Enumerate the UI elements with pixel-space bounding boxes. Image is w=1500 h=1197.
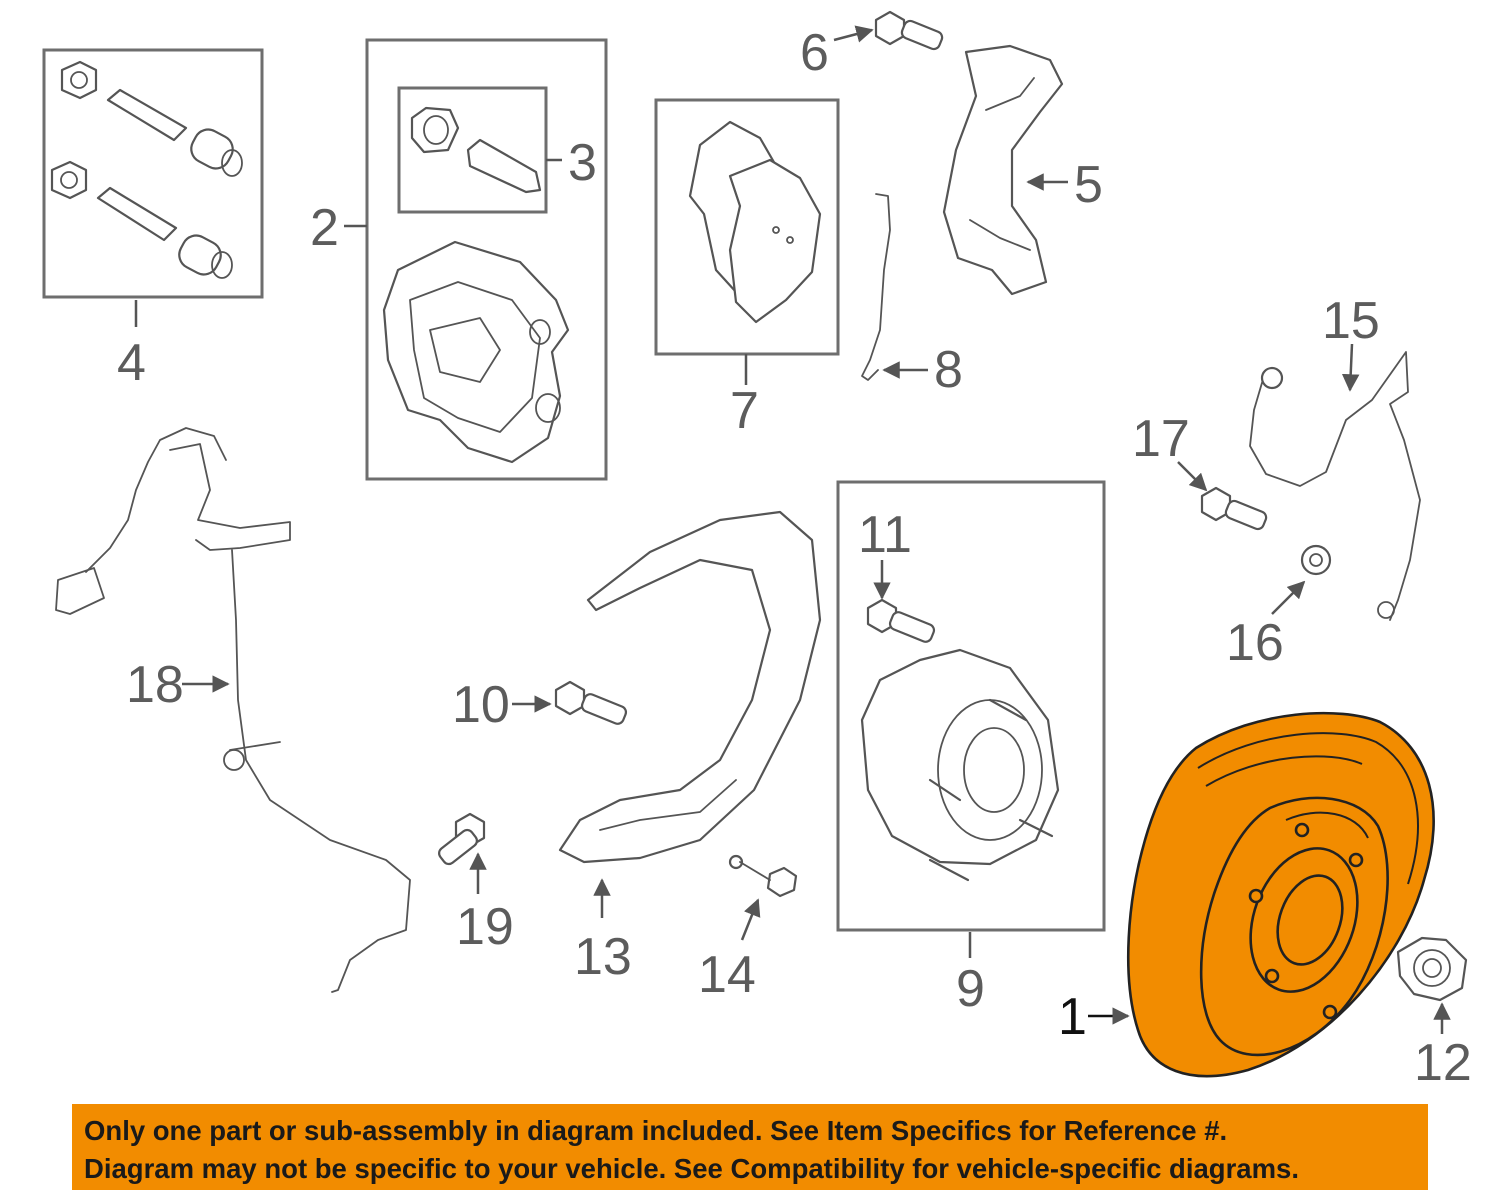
callout-6: 6	[800, 24, 829, 82]
hub-nut: 12	[1396, 936, 1472, 1092]
callout-13: 13	[574, 928, 632, 986]
disclaimer-banner: Only one part or sub-assembly in diagram…	[72, 1104, 1428, 1190]
callout-18: 18	[126, 656, 184, 714]
callout-16: 16	[1226, 614, 1284, 672]
caliper-bracket: 6 5	[800, 10, 1103, 296]
disclaimer-line-1: Only one part or sub-assembly in diagram…	[84, 1115, 1228, 1146]
callout-12: 12	[1414, 1034, 1472, 1092]
callout-14: 14	[698, 946, 756, 1004]
brake-caliper-assembly: 3 2	[310, 38, 608, 481]
callout-1: 1	[1058, 988, 1087, 1046]
callout-8: 8	[934, 341, 963, 399]
brake-pad-set: 7 8	[654, 98, 963, 440]
brake-rotor-highlighted: 1	[1058, 711, 1435, 1078]
callout-17: 17	[1132, 410, 1190, 468]
disclaimer-line-2: Diagram may not be specific to your vehi…	[84, 1153, 1299, 1184]
callout-2: 2	[310, 199, 339, 257]
callout-10: 10	[452, 676, 510, 734]
callout-5: 5	[1074, 156, 1103, 214]
callout-19: 19	[456, 898, 514, 956]
guide-pin-kit: 4	[42, 48, 264, 392]
abs-wheel-speed-sensor: 18	[55, 427, 411, 993]
brake-hose: 15 17 16	[1132, 292, 1421, 672]
callout-3: 3	[568, 134, 597, 192]
hub-bearing-assembly: 11 9	[836, 480, 1106, 1018]
splash-shield: 10 13 14 19	[438, 510, 822, 1004]
callout-11: 11	[858, 506, 912, 564]
callout-7: 7	[730, 382, 759, 440]
callout-15: 15	[1322, 292, 1380, 350]
callout-4: 4	[117, 334, 146, 392]
callout-9: 9	[956, 960, 985, 1018]
